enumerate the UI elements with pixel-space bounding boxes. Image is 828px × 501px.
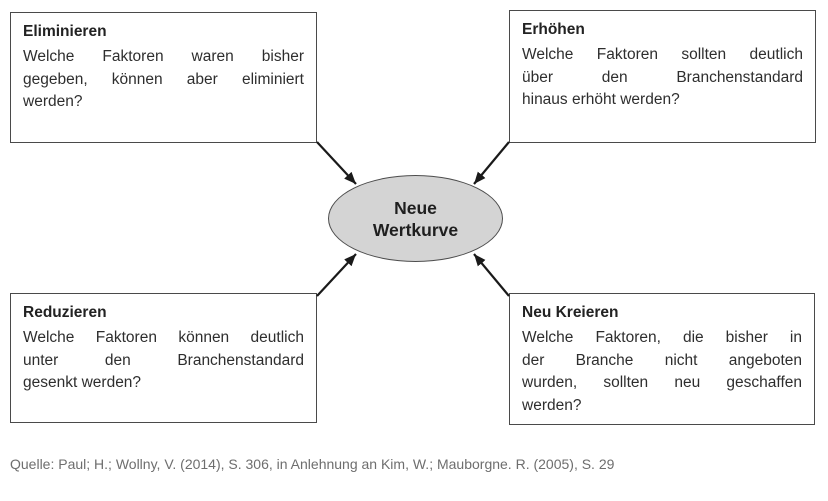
box-eliminieren-title: Eliminieren	[23, 23, 107, 40]
box-erhoehen-text-line: hinaus erhöht werden?	[522, 91, 680, 108]
box-neu-kreieren-title: Neu Kreieren	[522, 304, 619, 321]
box-erhoehen-text-line: Welche Faktoren sollten deutlich	[522, 46, 803, 63]
box-reduzieren-title: Reduzieren	[23, 304, 107, 321]
box-erhoehen-text-line: über den Branchenstandard	[522, 68, 803, 86]
arrow-neu-kreieren-to-center-icon	[473, 253, 510, 297]
box-reduzieren: Reduzieren Welche Faktoren können deutli…	[10, 293, 317, 423]
box-neu-kreieren-text-line: werden?	[522, 396, 582, 414]
arrow-reduzieren-to-center-icon	[316, 253, 357, 297]
source-caption: Quelle: Paul; H.; Wollny, V. (2014), S. …	[10, 456, 615, 472]
box-eliminieren: Eliminieren Welche Faktoren waren bisher…	[10, 12, 317, 143]
box-erhoehen-title: Erhöhen	[522, 21, 585, 38]
ellipse-label-line1: Neue	[394, 197, 437, 218]
box-reduzieren-text-line: gesenkt werden?	[23, 374, 142, 391]
center-ellipse-neue-wertkurve: Neue Wertkurve	[328, 175, 503, 262]
ellipse-label-line2: Wertkurve	[372, 219, 459, 240]
box-neu-kreieren-text-line: der Branche nicht angeboten	[522, 351, 802, 369]
box-reduzieren-text-line: Welche Faktoren können deutlich	[23, 329, 304, 346]
box-neu-kreieren-text-line: Welche Faktoren, die bisher in	[522, 329, 802, 346]
box-erhoehen: Erhöhen Welche Faktoren sollten deutlich…	[509, 10, 816, 143]
box-eliminieren-text-line: gegeben, können aber eliminiert	[23, 70, 304, 88]
arrow-eliminieren-to-center-icon	[316, 141, 357, 185]
box-reduzieren-text-line: unter den Branchenstandard	[23, 351, 304, 369]
box-eliminieren-text-line: Welche Faktoren waren bisher	[23, 48, 304, 65]
box-neu-kreieren: Neu Kreieren Welche Faktoren, die bisher…	[509, 293, 815, 425]
box-eliminieren-text-line: werden?	[23, 93, 83, 110]
arrow-erhoehen-to-center-icon	[473, 141, 510, 185]
box-neu-kreieren-text-line: wurden, sollten neu geschaffen	[522, 374, 802, 391]
